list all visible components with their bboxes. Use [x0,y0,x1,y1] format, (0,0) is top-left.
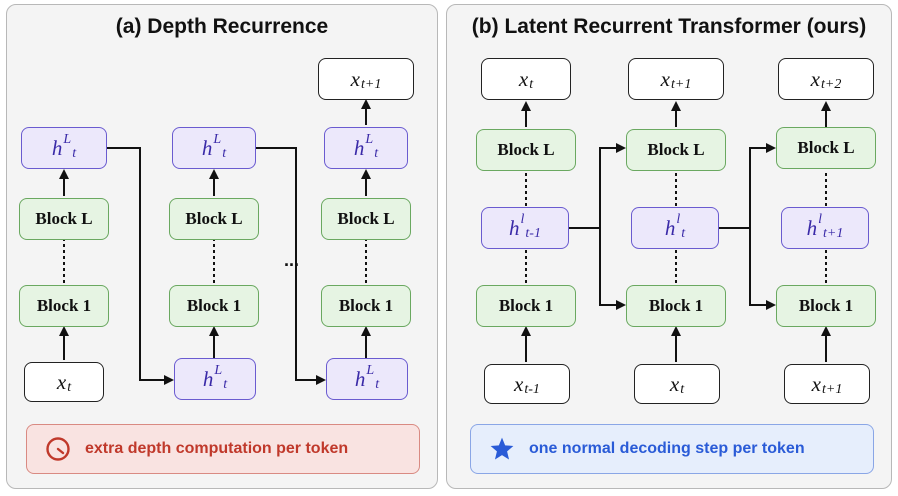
depth-note-banner: extra depth computation per token [26,424,420,474]
depth-recurrence-title: (a) Depth Recurrence [115,15,329,38]
ellipsis: ... [284,250,300,270]
clock-icon [45,436,71,462]
block-l-box: Block L [476,129,576,171]
block-l-box: Block L [19,198,109,240]
block-l-box: Block L [626,129,726,171]
block-l-box: Block L [776,127,876,169]
block-l-box: Block L [321,198,411,240]
block-1-box: Block 1 [476,285,576,327]
depth-note-text: extra depth computation per token [85,440,349,457]
star-icon [489,436,515,462]
decoding-note-text: one normal decoding step per token [529,440,805,457]
block-1-box: Block 1 [776,285,876,327]
block-1-box: Block 1 [19,285,109,327]
block-1-box: Block 1 [169,285,259,327]
latent-recurrent-title: (b) Latent Recurrent Transformer (ours) [471,15,867,38]
block-1-box: Block 1 [321,285,411,327]
block-l-box: Block L [169,198,259,240]
decoding-note-banner: one normal decoding step per token [470,424,874,474]
block-1-box: Block 1 [626,285,726,327]
